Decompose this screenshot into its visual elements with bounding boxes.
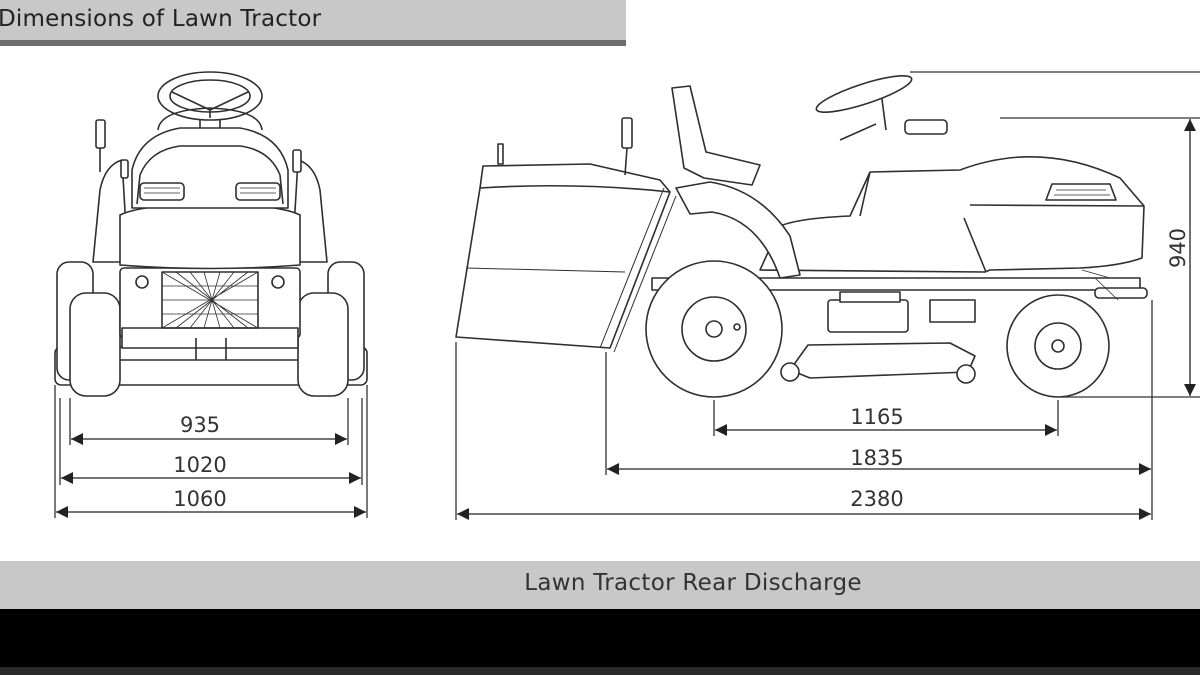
dim-2380-label: 2380 [850, 487, 903, 511]
dim-940-label: 940 [1166, 228, 1190, 268]
dim-1060-label: 1060 [173, 487, 226, 511]
dim-1020-label: 1020 [173, 453, 226, 477]
dim-1835-label: 1835 [850, 446, 903, 470]
dim-935-label: 935 [180, 413, 220, 437]
diagram-caption: Lawn Tractor Rear Discharge [524, 570, 862, 596]
dimension-labels: 935 1020 1060 1165 1835 2380 940 [173, 228, 1190, 511]
dimension-arrows [56, 119, 1196, 520]
footer-strip [0, 667, 1200, 675]
header-rule [0, 40, 626, 46]
page-title: Dimensions of Lawn Tractor [0, 6, 322, 32]
dim-1165-label: 1165 [850, 405, 903, 429]
side-view-tractor [455, 75, 1148, 398]
dimension-lines [54, 71, 1200, 520]
front-view-tractor [54, 71, 368, 397]
caption-bar: Lawn Tractor Rear Discharge [0, 561, 1200, 609]
footer-band [0, 609, 1200, 667]
tractor-dimension-drawing: 935 1020 1060 1165 1835 2380 940 [54, 71, 1200, 520]
header-bar: Dimensions of Lawn Tractor [0, 0, 626, 46]
